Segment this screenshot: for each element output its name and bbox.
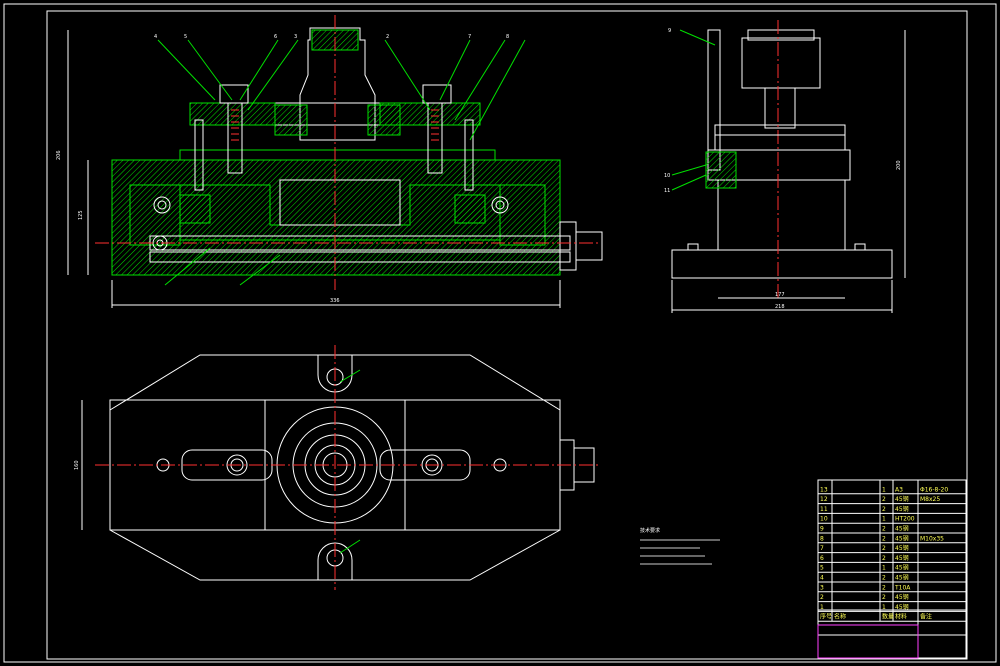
bom-cell-mat: A3 <box>895 486 903 493</box>
bom-cell-no: 7 <box>820 545 824 552</box>
bom-cell-no: 12 <box>820 496 828 503</box>
callout-7: 7 <box>468 34 471 40</box>
callout-5: 5 <box>184 34 187 40</box>
bom-cell-no: 13 <box>820 486 828 493</box>
bom-cell-qty: 2 <box>882 594 886 601</box>
bom-cell-qty: 1 <box>882 604 886 611</box>
bom-cell-no: 6 <box>820 555 824 562</box>
callout-4: 4 <box>154 34 157 40</box>
bom-cell-qty: 2 <box>882 584 886 591</box>
svg-text:336: 336 <box>330 298 340 304</box>
bom-cell-mat: 45钢 <box>895 534 909 542</box>
bom-cell-mat: 45钢 <box>895 593 909 601</box>
tech-notes: 技术要求 <box>640 527 720 565</box>
bom-cell-qty: 2 <box>882 496 886 503</box>
bom-cell-mat: 45钢 <box>895 525 909 533</box>
bom-cell-mat: T10A <box>894 584 911 591</box>
callout-10: 10 <box>664 173 670 179</box>
callout-8: 8 <box>506 34 509 40</box>
bom-cell-mat: 材料 <box>895 613 907 621</box>
tech-notes-title: 技术要求 <box>640 527 660 534</box>
bom-cell-no: 9 <box>820 526 824 533</box>
bom-cell-no: 10 <box>820 516 828 523</box>
bom-cell-mat: 45钢 <box>895 554 909 562</box>
bom-cell-qty: 1 <box>882 565 886 572</box>
bom-cell-name: 名称 <box>834 613 846 621</box>
bom-cell-mat: 45钢 <box>895 603 909 611</box>
svg-text:200: 200 <box>896 160 902 170</box>
svg-text:206: 206 <box>56 150 62 160</box>
bom-cell-mat: 45钢 <box>895 544 909 552</box>
bom-cell-no: 1 <box>820 604 824 611</box>
callout-9: 9 <box>668 28 671 34</box>
bom-cell-std: Φ16-8-20 <box>920 486 948 493</box>
svg-text:177: 177 <box>775 292 785 298</box>
bom-cell-mat: 45钢 <box>895 495 909 503</box>
bom-cell-mat: HT200 <box>895 516 915 523</box>
front-section-view: 336 206 125 4 5 6 3 2 7 8 <box>56 15 603 308</box>
callout-2: 2 <box>386 34 389 40</box>
top-view: 160 <box>74 345 600 590</box>
svg-text:218: 218 <box>775 304 785 310</box>
bom-cell-mat: 45钢 <box>895 564 909 572</box>
bom-cell-std: 备注 <box>920 613 932 621</box>
bom-cell-std: M8x25 <box>920 496 940 503</box>
inner-frame <box>46 10 968 660</box>
bom-cell-qty: 2 <box>882 506 886 513</box>
bom-cell-no: 8 <box>820 535 824 542</box>
bom-cell-qty: 2 <box>882 535 886 542</box>
bom-cell-qty: 2 <box>882 575 886 582</box>
callout-3: 3 <box>294 34 297 40</box>
bom-cell-std: M10x35 <box>920 535 944 542</box>
bom-cell-no: 序号 <box>820 613 832 621</box>
bom-cell-no: 3 <box>820 584 824 591</box>
bom-cell-qty: 数量 <box>882 613 894 621</box>
outer-frame <box>3 3 997 663</box>
svg-text:160: 160 <box>74 460 80 470</box>
bom-cell-no: 11 <box>820 506 828 513</box>
bom-cell-mat: 45钢 <box>895 574 909 582</box>
svg-text:125: 125 <box>78 210 84 220</box>
bom-cell-qty: 2 <box>882 555 886 562</box>
bom-cell-qty: 1 <box>882 516 886 523</box>
bom-cell-no: 5 <box>820 565 824 572</box>
callout-6: 6 <box>274 34 277 40</box>
bom-cell-qty: 2 <box>882 545 886 552</box>
bom-cell-qty: 1 <box>882 486 886 493</box>
callout-11: 11 <box>664 188 670 194</box>
bom-cell-no: 4 <box>820 575 824 582</box>
side-view: 9 10 11 177 218 200 <box>664 20 906 313</box>
bom-cell-no: 2 <box>820 594 824 601</box>
bom-cell-mat: 45钢 <box>895 505 909 513</box>
bom-cell-qty: 2 <box>882 526 886 533</box>
